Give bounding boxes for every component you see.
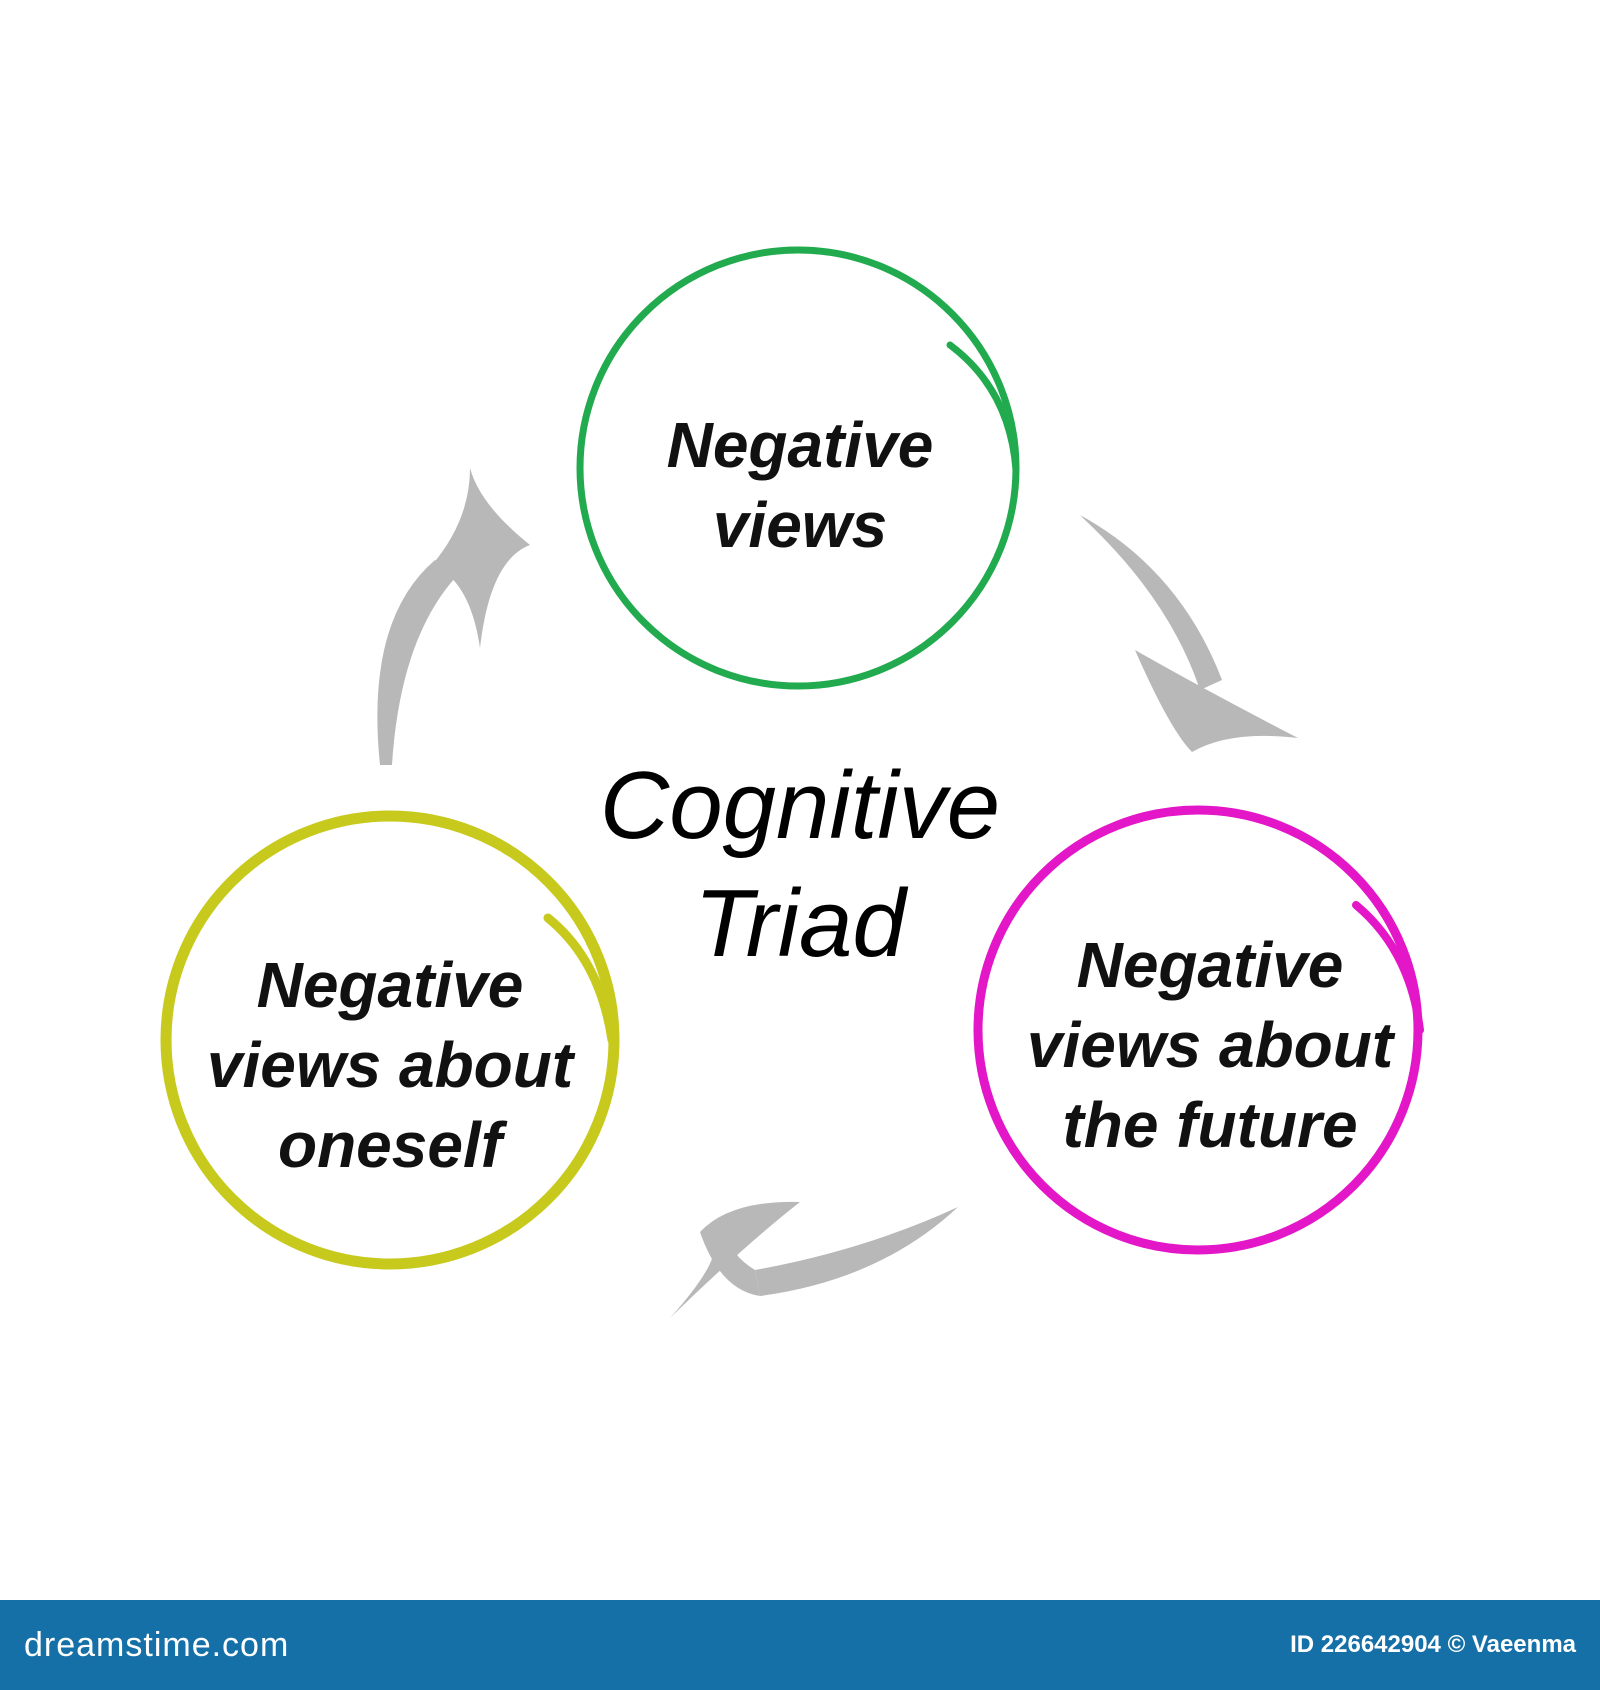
node-left-label: Negative views about oneself [206,949,574,1181]
arrow-left-to-top [377,468,530,765]
image-credit: ID 226642904 © Vaeenma [1290,1631,1576,1658]
arrow-right-to-left [670,1201,958,1318]
node-right-label: Negative views about the future [1026,929,1394,1161]
node-top-label: Negative views [666,409,934,561]
node-right-ring [973,805,1424,1255]
cycle-diagram [160,246,1424,1318]
center-title: Cognitive Triad [599,752,1001,977]
arrow-top-to-right [1080,515,1298,752]
brand-logo: dreamstime.com [24,1625,290,1664]
watermark-bar: dreamstime.com ID 226642904 © Vaeenma [0,1600,1600,1690]
node-top-ring [576,246,1020,690]
node-left-ring [160,810,620,1270]
